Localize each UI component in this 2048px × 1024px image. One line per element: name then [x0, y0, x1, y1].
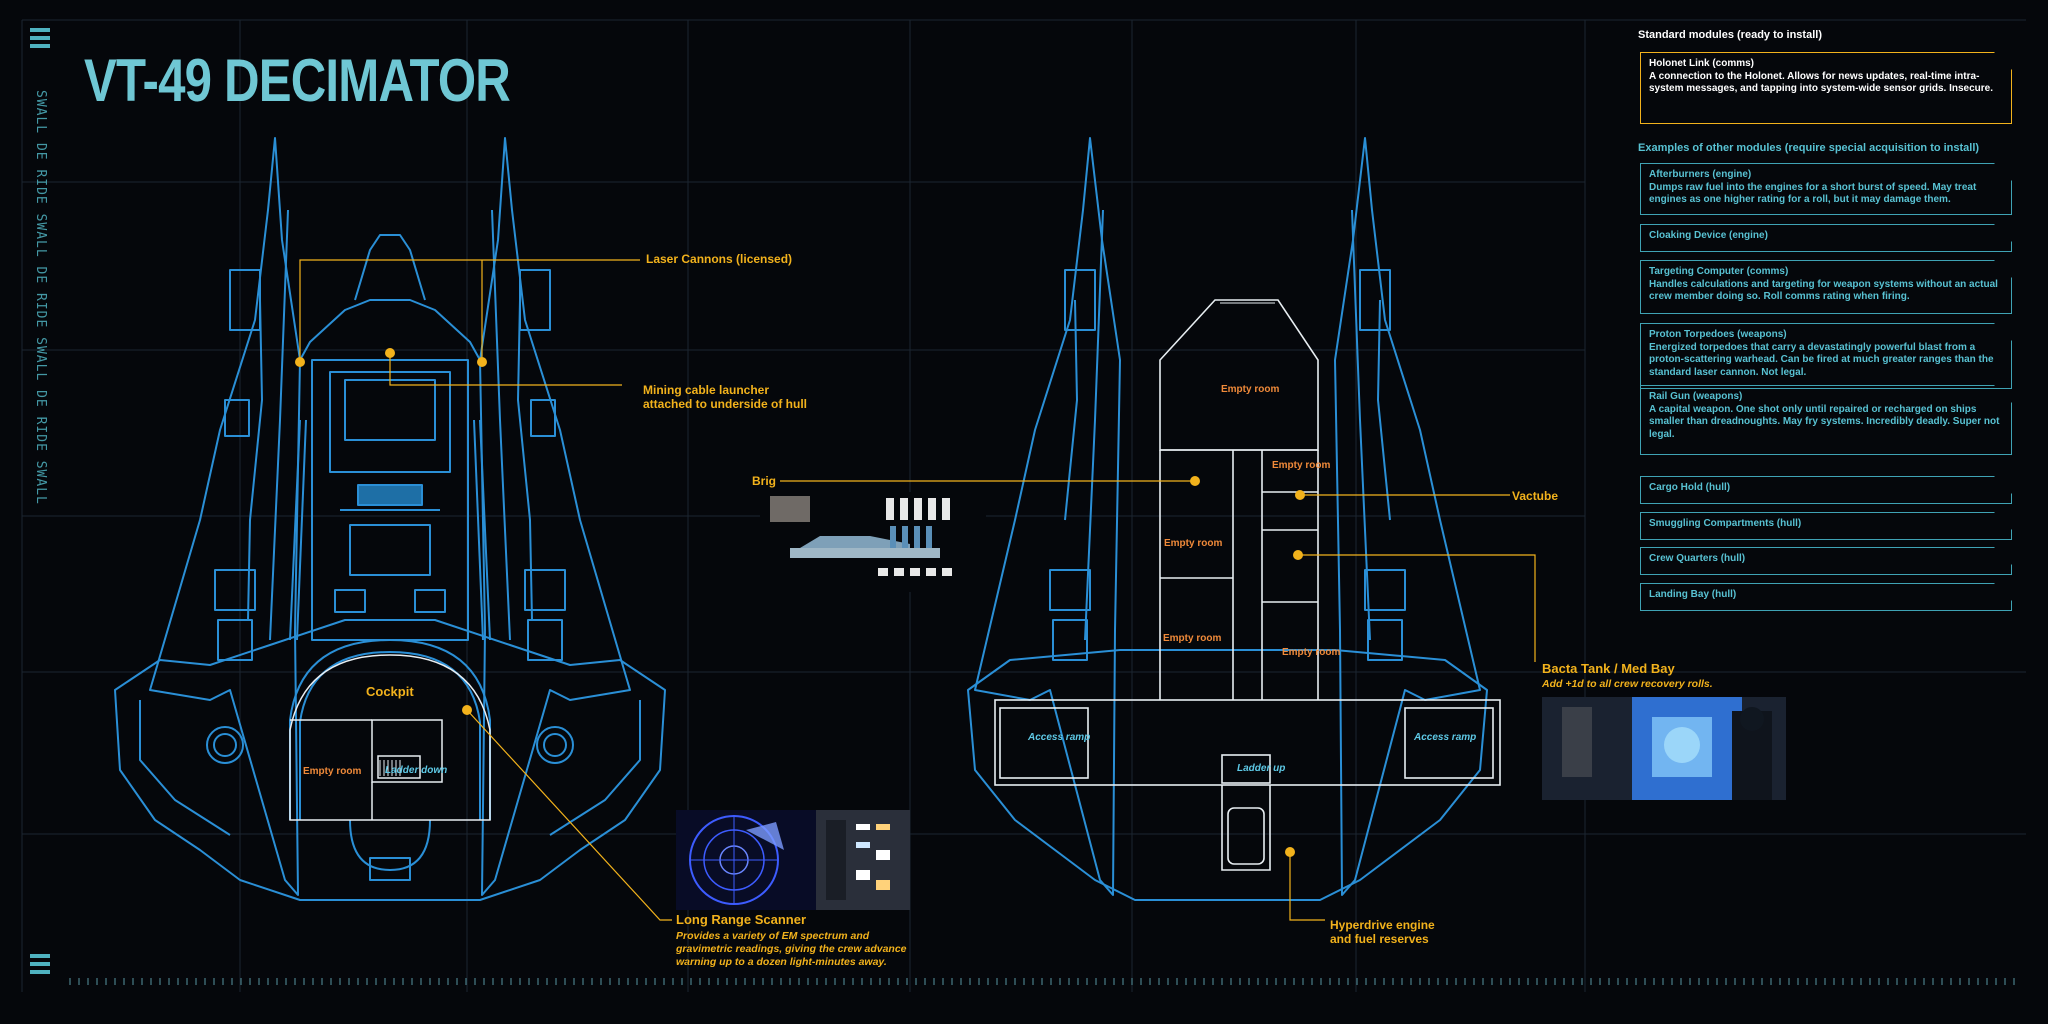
- module-name: Holonet Link (comms): [1649, 58, 1755, 69]
- callout-mining-cable-line2: attached to underside of hull: [643, 397, 808, 411]
- room-label-right-lower: Empty room: [1282, 647, 1341, 658]
- module-card: Rail Gun (weapons)A capital weapon. One …: [1640, 385, 2012, 455]
- module-description: Handles calculations and targeting for w…: [1649, 278, 1998, 302]
- module-card: Smuggling Compartments (hull): [1640, 512, 2012, 540]
- module-name: Afterburners (engine): [1649, 169, 1752, 180]
- room-label-access-ramp-left: Access ramp: [1028, 732, 1091, 743]
- callout-laser-cannons: Laser Cannons (licensed): [646, 252, 793, 266]
- room-label-empty-room: Empty room: [303, 766, 362, 777]
- module-name: Crew Quarters (hull): [1649, 553, 1746, 564]
- room-label-ladder-up: Ladder up: [1237, 763, 1286, 774]
- module-card: Landing Bay (hull): [1640, 583, 2012, 611]
- module-name: Landing Bay (hull): [1649, 589, 1737, 600]
- side-code-text: SWALL DE RIDE SWALL DE RIDE SWALL DE RID…: [33, 90, 48, 505]
- bacta-tank-image: [1542, 697, 1786, 800]
- room-label-cockpit: Cockpit: [366, 684, 414, 699]
- module-card: Cloaking Device (engine): [1640, 224, 2012, 252]
- room-label-upper: Empty room: [1221, 384, 1280, 395]
- other-modules-heading: Examples of other modules (require speci…: [1638, 142, 1980, 154]
- module-card: Afterburners (engine)Dumps raw fuel into…: [1640, 163, 2012, 215]
- module-card: Crew Quarters (hull): [1640, 547, 2012, 575]
- callout-hyperdrive-line1: Hyperdrive engine: [1330, 918, 1435, 932]
- module-description: Dumps raw fuel into the engines for a sh…: [1649, 181, 1977, 205]
- callout-bacta-tank-desc: Add +1d to all crew recovery rolls.: [1542, 678, 1713, 690]
- page-title: VT-49 DECIMATOR: [84, 47, 511, 114]
- room-label-ladder-down: Ladder down: [385, 765, 448, 776]
- module-description: A capital weapon. One shot only until re…: [1649, 403, 2000, 440]
- callout-long-range-scanner-title: Long Range Scanner: [676, 912, 807, 927]
- callout-long-range-scanner-desc-1: Provides a variety of EM spectrum and: [676, 930, 870, 942]
- scanner-display-graphic: [676, 810, 910, 910]
- callout-long-range-scanner-desc-3: warning up to a dozen light-minutes away…: [676, 956, 887, 968]
- module-name: Cloaking Device (engine): [1649, 230, 1768, 241]
- callout-bacta-tank-title: Bacta Tank / Med Bay: [1542, 661, 1675, 676]
- standard-modules-heading: Standard modules (ready to install): [1638, 29, 1822, 41]
- callout-brig: Brig: [752, 474, 776, 488]
- module-description: Energized torpedoes that carry a devasta…: [1649, 341, 1994, 378]
- module-name: Targeting Computer (comms): [1649, 266, 1789, 277]
- brig-image: [760, 492, 986, 592]
- long-range-scanner-image: [676, 810, 910, 910]
- module-description: A connection to the Holonet. Allows for …: [1649, 70, 1994, 94]
- bacta-photo-graphic: [1542, 697, 1786, 800]
- room-label-right-upper: Empty room: [1272, 460, 1331, 471]
- module-card: Cargo Hold (hull): [1640, 476, 2012, 504]
- callout-mining-cable-line1: Mining cable launcher: [643, 383, 770, 397]
- module-card: Targeting Computer (comms)Handles calcul…: [1640, 260, 2012, 314]
- callout-long-range-scanner-desc-2: gravimetric readings, giving the crew ad…: [676, 943, 907, 955]
- brig-photo-graphic: [760, 492, 986, 592]
- module-name: Cargo Hold (hull): [1649, 482, 1731, 493]
- room-label-left-lower: Empty room: [1163, 633, 1222, 644]
- module-name: Smuggling Compartments (hull): [1649, 518, 1802, 529]
- module-card: Holonet Link (comms)A connection to the …: [1640, 52, 2012, 124]
- module-name: Proton Torpedoes (weapons): [1649, 329, 1787, 340]
- room-label-left-middle: Empty room: [1164, 538, 1223, 549]
- room-label-access-ramp-right: Access ramp: [1414, 732, 1477, 743]
- callout-hyperdrive-line2: and fuel reserves: [1330, 932, 1429, 946]
- callout-vactube: Vactube: [1512, 489, 1559, 503]
- module-name: Rail Gun (weapons): [1649, 391, 1743, 402]
- module-card: Proton Torpedoes (weapons)Energized torp…: [1640, 323, 2012, 389]
